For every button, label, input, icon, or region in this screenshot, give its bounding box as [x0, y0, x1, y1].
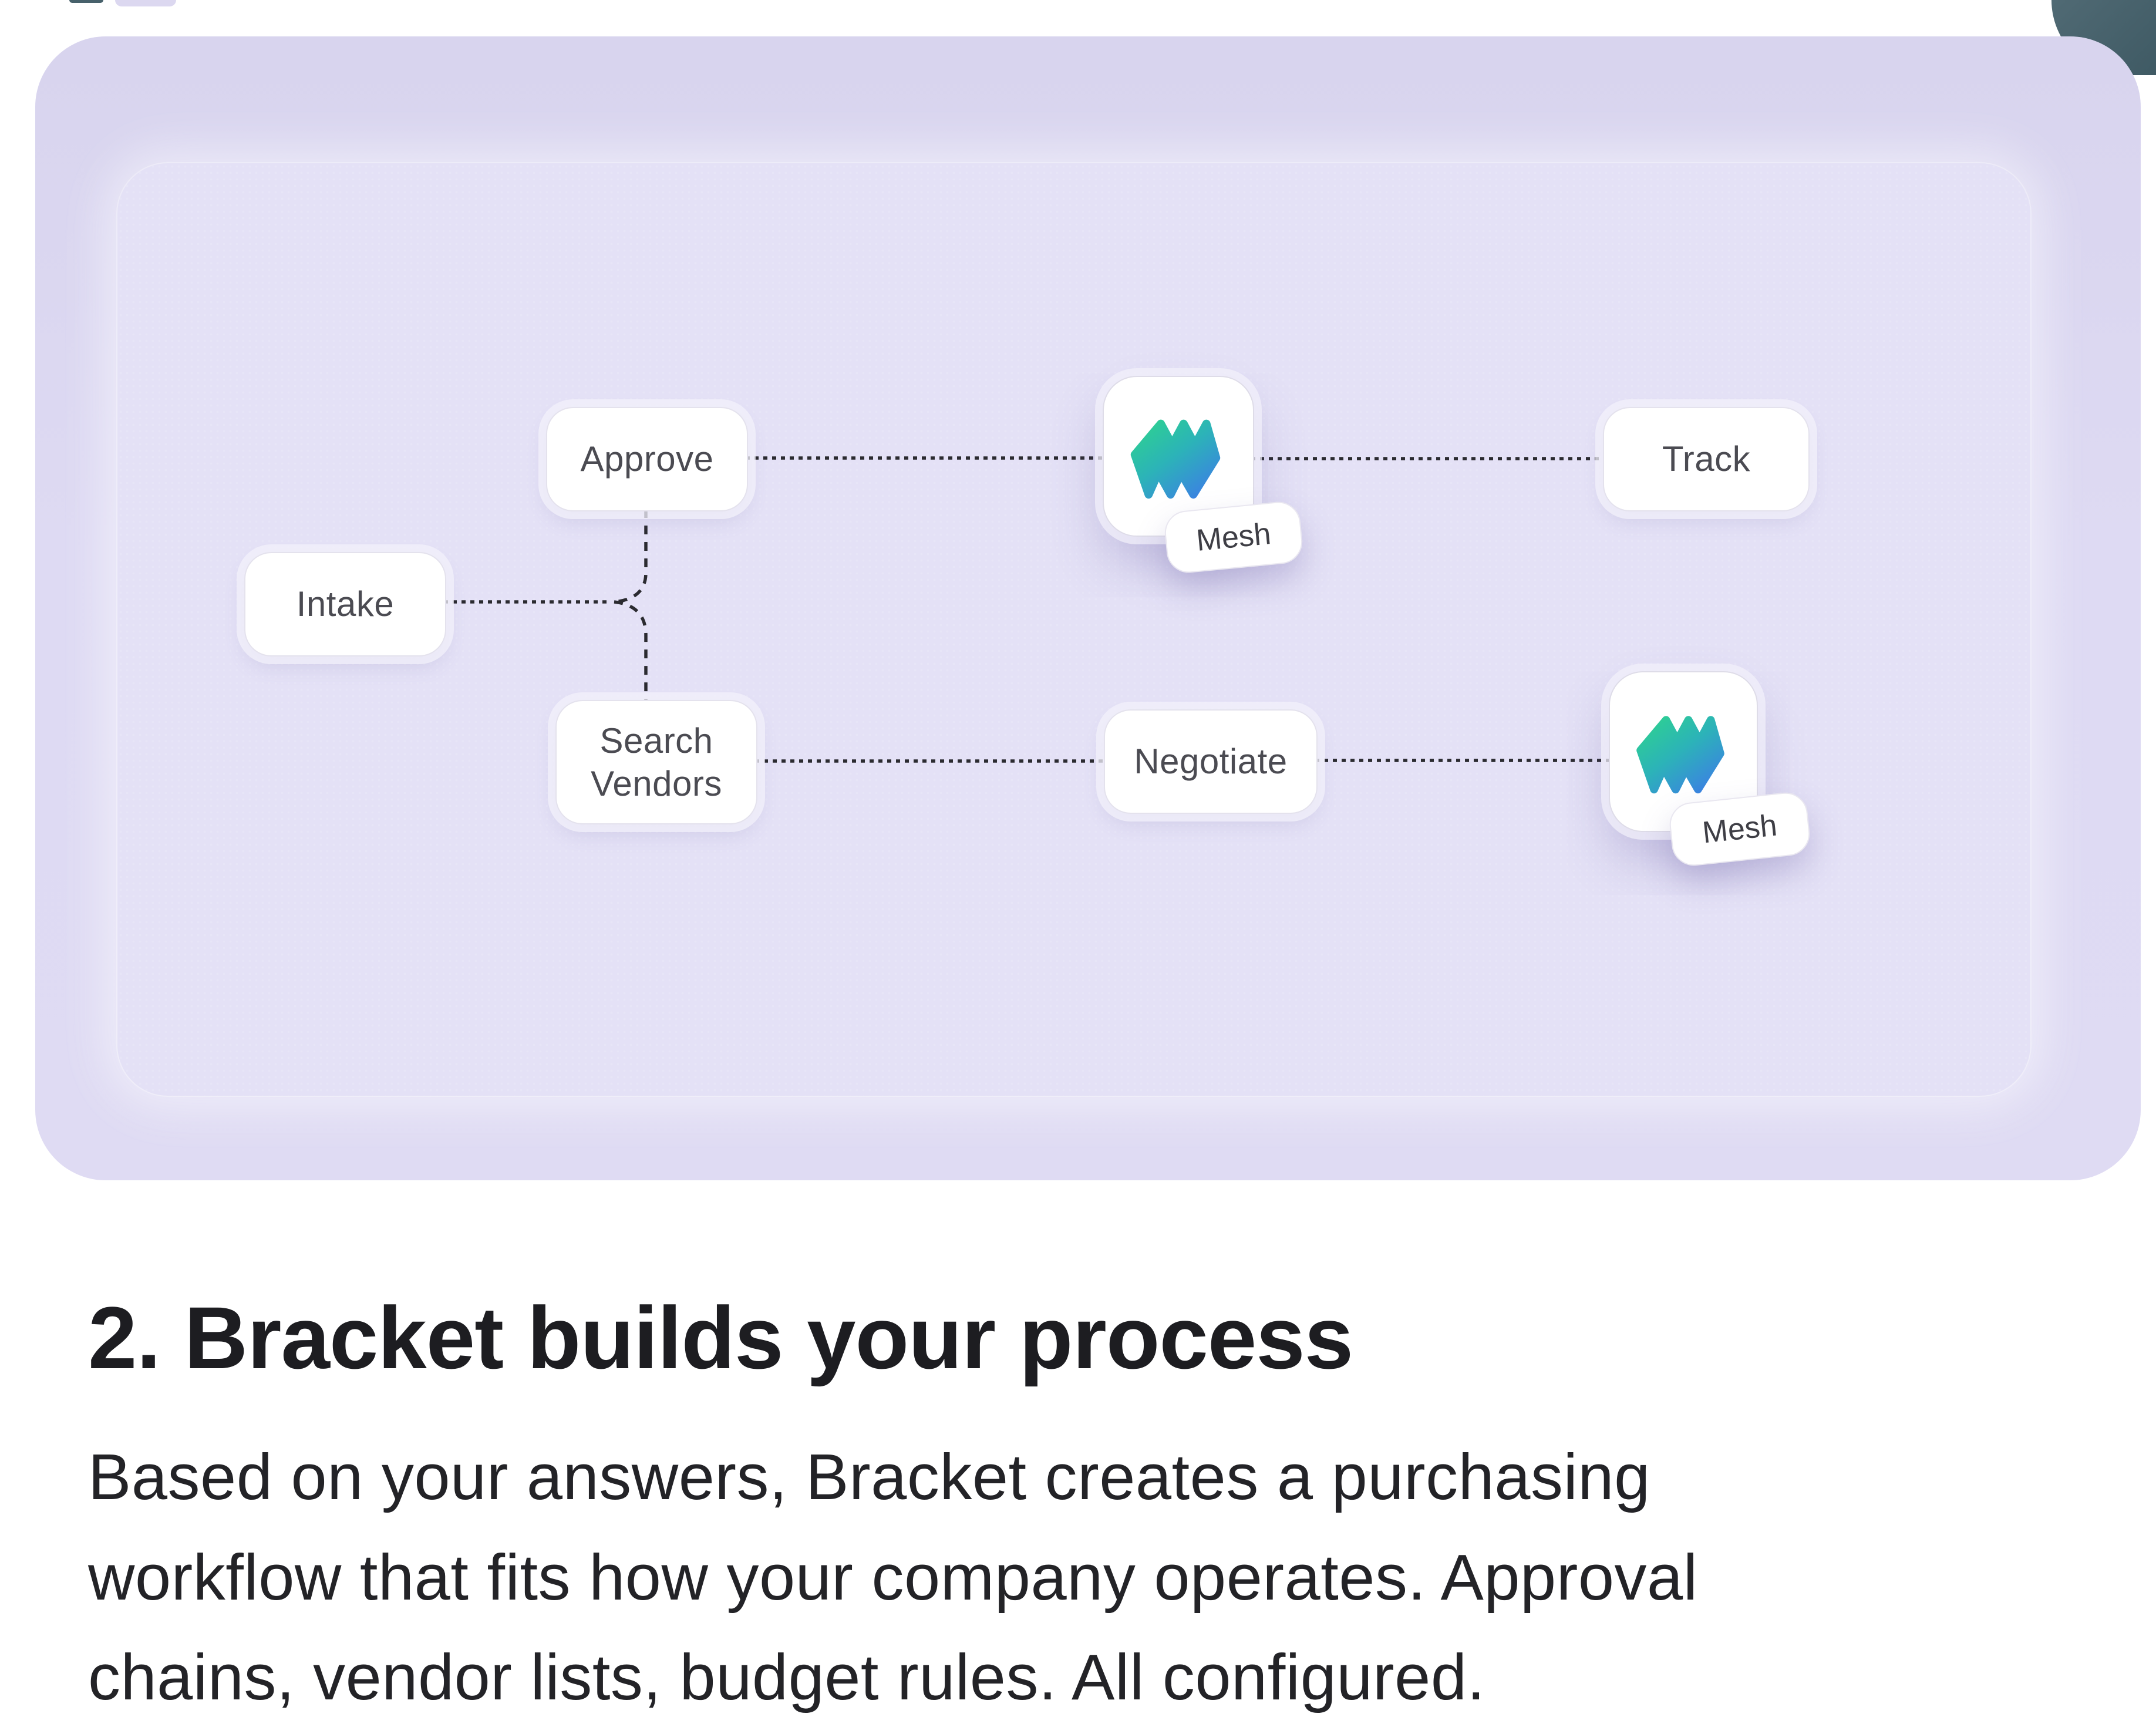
node-label: Approve — [580, 439, 714, 479]
workflow-node-track: Track — [1603, 407, 1810, 511]
node-label: Search Vendors — [591, 721, 722, 803]
step-body-text: Based on your answers, Bracket creates a… — [88, 1441, 1698, 1713]
workflow-node-intake: Intake — [244, 552, 446, 656]
offscreen-fragment-top-left — [69, 0, 103, 3]
step-description-section: 2. Bracket builds your process Based on … — [88, 1290, 2073, 1717]
step-heading: 2. Bracket builds your process — [88, 1288, 1353, 1387]
node-label: Track — [1662, 439, 1751, 479]
mesh-tag-label: Mesh — [1194, 517, 1273, 558]
workflow-node-search-vendors: Search Vendors — [555, 700, 757, 824]
feature-card — [35, 36, 2141, 1180]
mesh-tag-label: Mesh — [1700, 808, 1779, 850]
node-label: Intake — [296, 584, 395, 624]
node-label: Negotiate — [1134, 742, 1288, 782]
mesh-tag: Mesh — [1163, 500, 1305, 575]
mesh-logo-icon — [1636, 715, 1724, 793]
workflow-node-negotiate: Negotiate — [1104, 709, 1318, 814]
mesh-logo-icon — [1130, 419, 1221, 499]
workflow-node-approve: Approve — [546, 407, 748, 511]
offscreen-fragment-top-left-lavender — [115, 0, 176, 6]
